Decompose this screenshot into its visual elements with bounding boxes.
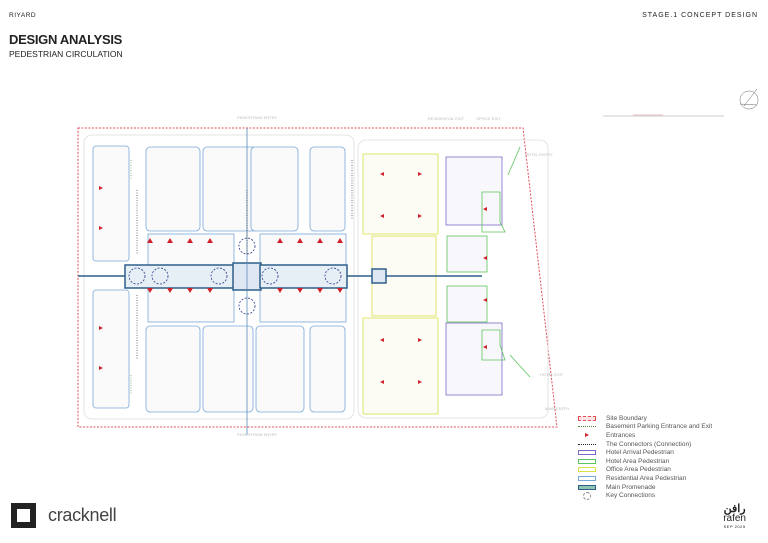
cracknell-logo-icon [11,503,36,528]
legend-item: Office Area Pedestrian [578,466,712,475]
client-logo-arabic: رافن [723,503,746,515]
office-area [362,153,439,415]
legend-item: The Connectors (Connection) [578,440,712,449]
client-logo: رافن rafen SEP 2025 [723,503,746,530]
triangle-icon [578,433,596,438]
legend-item: Hotel Arrival Pedestrian [578,448,712,457]
stage-label: STAGE.1 CONCEPT DESIGN [642,12,758,19]
legend-item: Entrances [578,431,712,440]
legend: Site Boundary Basement Parking Entrance … [578,414,712,500]
label-residential-exit: RESIDENTIAL EXIT [428,116,465,121]
legend-label: Entrances [606,431,636,439]
project-name: RIYARD [9,12,37,19]
legend-item: Site Boundary [578,414,712,423]
dashed-circle-icon [578,491,596,500]
north-arrow-icon [739,88,759,110]
legend-label: Key Connections [606,492,656,500]
legend-item: Main Promenade [578,483,712,492]
legend-item: Key Connections [578,491,712,500]
page-subtitle: PEDESTRIAN CIRCULATION [9,49,123,59]
label-hotel-entry: HOTEL ENTRY [525,152,553,157]
label-main-entry: MAIN ENTRY [545,406,570,411]
legend-item: Hotel Area Pedestrian [578,457,712,466]
hotel-area [445,146,531,396]
legend-label: Site Boundary [606,414,647,422]
legend-item: Residential Area Pedestrian [578,474,712,483]
label-hotel-exit: HOTEL EXIT [540,372,564,377]
legend-label: Hotel Area Pedestrian [606,457,670,465]
residential-area [92,145,347,413]
legend-label: Main Promenade [606,483,656,491]
main-promenade [78,128,482,435]
label-pedestrian-entry-top: PEDESTRIAN ENTRY [237,115,277,120]
page-title: DESIGN ANALYSIS [9,32,123,47]
legend-item: Basement Parking Entrance and Exit [578,423,712,432]
legend-label: Residential Area Pedestrian [606,474,687,482]
label-pedestrian-entry-bottom: PEDESTRIAN ENTRY [237,432,277,437]
legend-label: Office Area Pedestrian [606,466,671,474]
legend-label: Basement Parking Entrance and Exit [606,423,713,431]
client-logo-english: rafen [723,513,746,524]
brand-logo: cracknell [11,503,117,528]
label-office-exit: OFFICE EXIT [476,116,501,121]
issue-date: SEP 2025 [723,524,746,529]
legend-label: The Connectors (Connection) [606,440,692,448]
legend-label: Hotel Arrival Pedestrian [606,449,674,457]
scale-bar [603,114,724,117]
key-connections [128,237,342,315]
site-boundary [77,127,558,428]
entrances [99,172,487,384]
connectors [136,160,353,360]
brand-name: cracknell [48,505,117,525]
